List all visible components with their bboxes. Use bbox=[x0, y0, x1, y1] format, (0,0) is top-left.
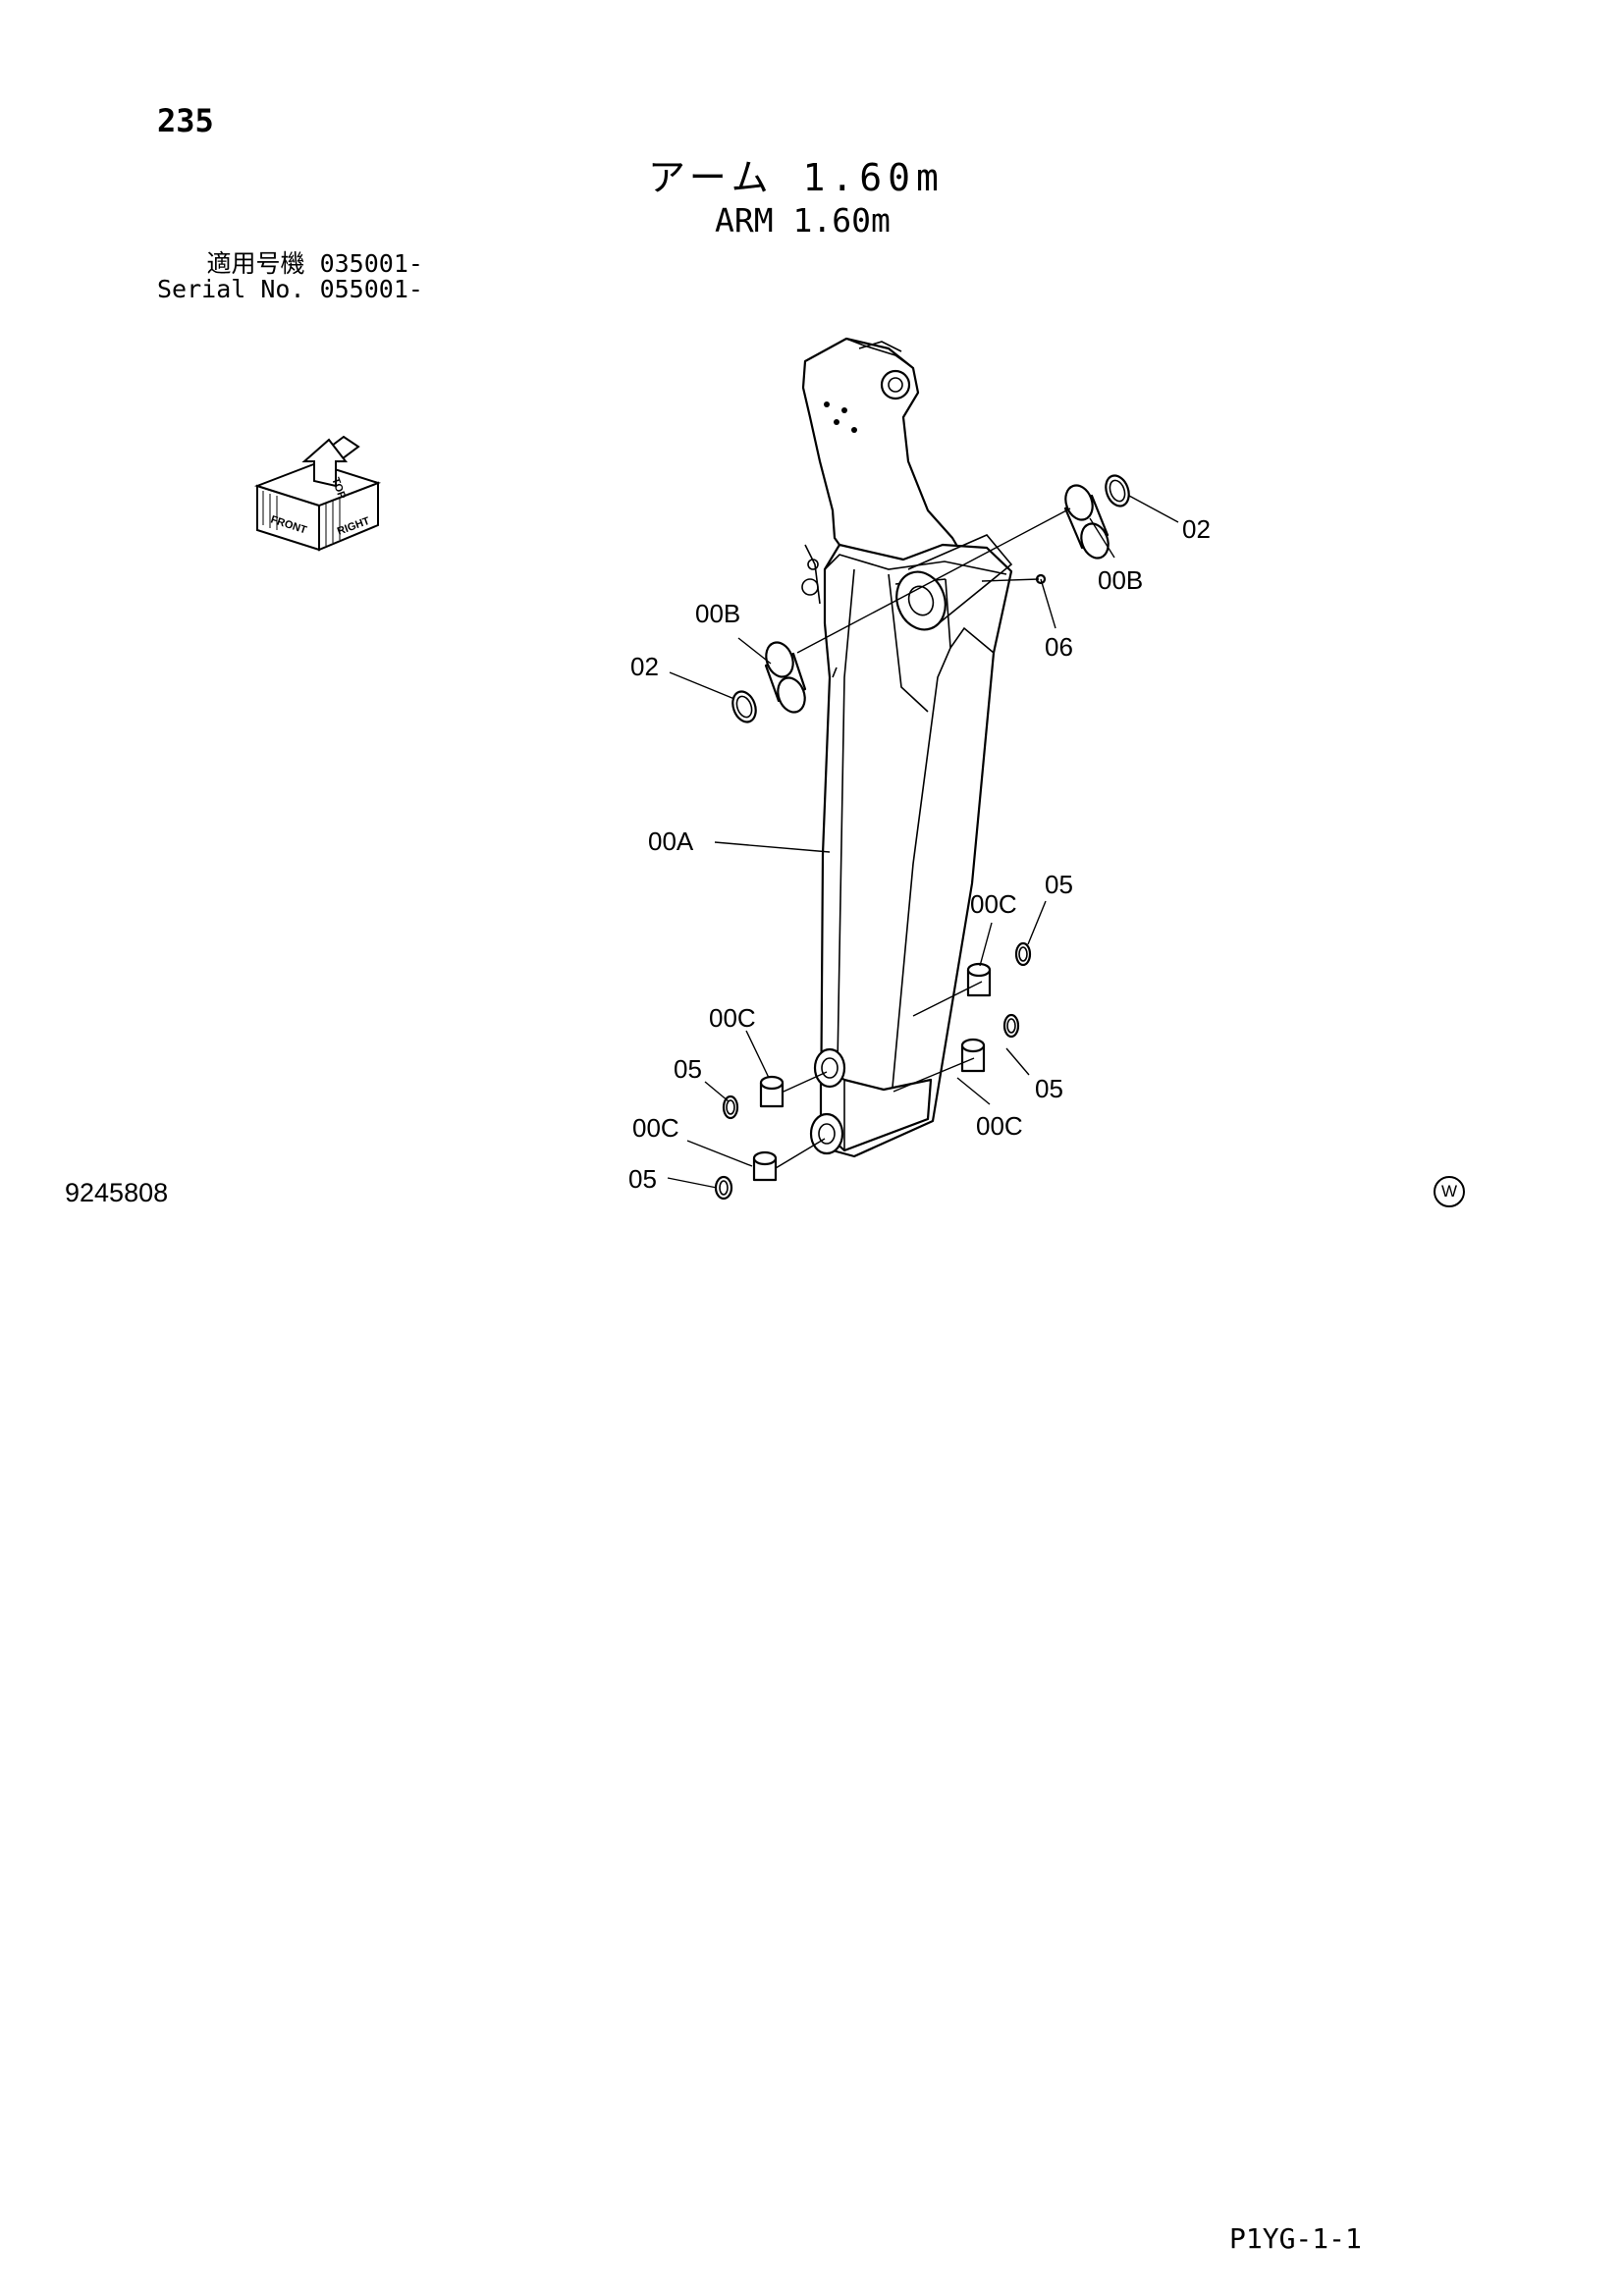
bushing-00b-right bbox=[1063, 484, 1110, 560]
w-mark-icon: W bbox=[1434, 1176, 1465, 1207]
callout-00c-upper-right: 00C bbox=[970, 889, 1017, 919]
callout-02-right: 02 bbox=[1182, 514, 1211, 544]
orientation-indicator-icon: FRONT RIGHT TOP bbox=[253, 435, 382, 552]
page-number: 235 bbox=[157, 102, 214, 139]
serial-en-value: 055001- bbox=[319, 275, 423, 303]
callout-00b-right: 00B bbox=[1098, 565, 1143, 595]
callout-05-lower-right: 05 bbox=[1035, 1074, 1063, 1103]
serial-number-block: 適用号機 035001- Serial No. 055001- bbox=[157, 251, 423, 302]
bushing-00c-upper-left bbox=[759, 1075, 785, 1108]
bushing-00b-left bbox=[764, 641, 807, 714]
title-english: ARM 1.60m bbox=[715, 201, 891, 240]
arm-body bbox=[801, 337, 1013, 1158]
title-japanese: アーム 1.60m bbox=[648, 156, 945, 199]
ring-02-left bbox=[731, 690, 757, 723]
bushing-00c-lower-right bbox=[960, 1038, 986, 1073]
serial-en-label: Serial No. bbox=[157, 275, 305, 303]
serial-jp-value: 035001- bbox=[319, 249, 423, 278]
callout-02-left: 02 bbox=[630, 652, 659, 681]
serial-row-en: Serial No. 055001- bbox=[157, 277, 423, 302]
ring-02-right bbox=[1105, 474, 1130, 507]
callout-00c-lower-left: 00C bbox=[632, 1113, 679, 1143]
serial-jp-label: 適用号機 bbox=[206, 249, 305, 278]
serial-row-jp: 適用号機 035001- bbox=[157, 251, 423, 277]
callout-05-upper-left: 05 bbox=[674, 1054, 702, 1084]
ring-05-upper-left bbox=[722, 1095, 739, 1120]
callout-00b-left: 00B bbox=[695, 599, 740, 628]
drawing-number: 9245808 bbox=[65, 1178, 169, 1207]
callout-06: 06 bbox=[1045, 632, 1073, 662]
ring-05-upper-right bbox=[1014, 941, 1032, 967]
bushing-00c-lower-left bbox=[752, 1150, 778, 1182]
ring-05-lower-right bbox=[1002, 1013, 1020, 1039]
assembly-line-boom-pin bbox=[796, 507, 1071, 654]
page-code: P1YG-1-1 bbox=[1229, 2222, 1362, 2255]
bushing-00c-upper-right bbox=[966, 962, 992, 997]
callout-05-lower-left: 05 bbox=[628, 1164, 657, 1194]
callout-00c-lower-right: 00C bbox=[976, 1111, 1023, 1141]
callout-00c-upper-left: 00C bbox=[709, 1003, 756, 1033]
callout-00a: 00A bbox=[648, 827, 694, 856]
callout-05-upper-right: 05 bbox=[1045, 870, 1073, 899]
